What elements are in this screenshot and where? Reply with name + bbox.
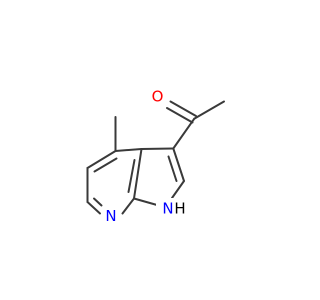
bond-c5-c4 [86,150,117,169]
bond-c4-c3a [114,148,143,152]
molecule-structure: O N N H [86,86,225,226]
bond-c3a-c3 [140,147,175,150]
bond-n1-c7a [133,197,158,206]
bond-carbonyl-c-o-b [166,107,194,124]
atom-label-hydrogen: H [174,200,185,218]
atom-label-pyrrole-nitrogen: N [162,200,173,218]
atom-label-pyridine-nitrogen: N [105,207,116,225]
bond-c2-n1 [171,180,185,199]
bond-carbonyl-methyl [193,100,225,120]
atom-label-oxygen: O [152,88,164,106]
bond-c3-c2-inner [167,155,178,182]
bond-n7-c6-inner [93,197,103,207]
bond-carbonyl-c-o-a [169,100,197,117]
bond-c7a-n7 [121,197,135,215]
bond-c5-c4-inner [93,157,118,173]
bond-c3-carbonyl [172,117,196,150]
bond-c3a-c7a [133,148,143,200]
bond-n7-c6 [86,201,101,215]
bond-c3-c2 [172,147,185,182]
bond-c3a-c7a-inner [127,159,136,193]
